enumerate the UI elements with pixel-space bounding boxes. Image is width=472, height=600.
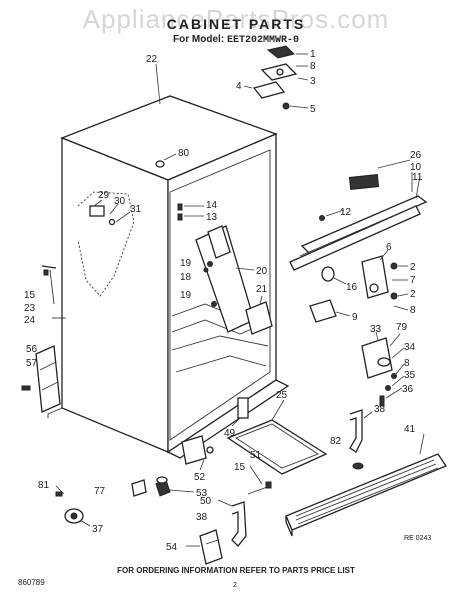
callout-82: 82 (330, 436, 342, 447)
rail-brackets-14-13 (177, 203, 204, 221)
top-hinge-assembly (243, 45, 309, 110)
drawing-reference: RE 0243 (404, 535, 431, 542)
callout-36: 36 (402, 384, 414, 395)
callout-56: 56 (26, 344, 38, 355)
bracket-33-36 (361, 331, 405, 407)
callout-14: 14 (206, 200, 218, 211)
callout-24: 24 (24, 315, 36, 326)
callout-31: 31 (130, 204, 142, 215)
callout-35: 35 (404, 370, 416, 381)
callout-34: 34 (404, 342, 416, 353)
callout-81: 81 (38, 480, 50, 491)
front-roller-bracket (181, 435, 214, 471)
watermark: AppliancePartsPros.com (82, 4, 390, 34)
callout-25: 25 (276, 390, 288, 401)
callout-80: 80 (178, 148, 190, 159)
callout-51: 51 (250, 450, 262, 461)
callout-2-lower: 2 (410, 289, 416, 300)
callout-79: 79 (396, 322, 408, 333)
latch-9 (309, 299, 351, 323)
callout-8-bracket: 8 (404, 358, 410, 369)
callout-30: 30 (114, 196, 126, 207)
callout-19-lower: 19 (180, 290, 192, 301)
rear-caster (55, 485, 91, 527)
callout-8: 8 (310, 61, 316, 72)
left-trim-15-23-24 (41, 265, 66, 319)
callout-54: 54 (166, 542, 178, 553)
foot-cover-54 (186, 529, 223, 565)
middle-hinge-assembly (321, 249, 409, 311)
callout-16: 16 (346, 282, 358, 293)
callout-1: 1 (310, 49, 316, 60)
callout-38-bottom: 38 (196, 512, 208, 523)
callout-38-right: 38 (374, 404, 386, 415)
model-prefix: For Model: (173, 34, 225, 45)
callout-22: 22 (146, 54, 158, 65)
callout-15-bottom: 15 (234, 462, 246, 473)
ordering-info: FOR ORDERING INFORMATION REFER TO PARTS … (117, 566, 355, 575)
kickplate-grille (285, 433, 447, 537)
model-line: For Model: EET202MMWR-0 (0, 34, 472, 46)
bracket-56-57 (21, 345, 61, 413)
cabinet-shell (47, 95, 290, 459)
callout-15-left: 15 (24, 290, 36, 301)
callout-6: 6 (386, 242, 392, 253)
callout-7: 7 (410, 275, 416, 286)
callout-13: 13 (206, 212, 218, 223)
callout-26: 26 (410, 150, 422, 161)
callout-41: 41 (404, 424, 416, 435)
air-duct (195, 225, 273, 335)
page-number: 2 (233, 582, 237, 589)
callout-19-upper: 19 (180, 258, 192, 269)
sheet-code: 860789 (18, 578, 45, 587)
model-number: EET202MMWR-0 (226, 35, 299, 46)
callout-labels: 1 8 3 4 5 22 80 26 10 11 14 13 12 29 30 … (24, 49, 431, 553)
callout-49: 49 (224, 428, 236, 439)
callout-53: 53 (196, 488, 208, 499)
leveling-leg (131, 476, 195, 497)
callout-50: 50 (200, 496, 212, 507)
callout-10: 10 (410, 162, 422, 173)
callout-11: 11 (412, 172, 423, 183)
drain-pan (226, 399, 328, 475)
callout-3: 3 (310, 76, 316, 87)
callout-37: 37 (92, 524, 104, 535)
clip-38-right (349, 409, 373, 470)
callout-20: 20 (256, 266, 268, 277)
callout-4: 4 (236, 81, 242, 92)
diagram-title: CABINET PARTS (166, 16, 306, 32)
callout-77: 77 (94, 486, 106, 497)
callout-52: 52 (194, 472, 206, 483)
callout-2-upper: 2 (410, 262, 416, 273)
callout-18: 18 (180, 272, 192, 283)
callout-23: 23 (24, 303, 36, 314)
callout-29: 29 (98, 190, 110, 201)
callout-57: 57 (26, 358, 38, 369)
clip-49 (231, 397, 249, 427)
callout-8-right: 8 (410, 305, 416, 316)
screw-15-51 (247, 465, 272, 495)
callout-21: 21 (256, 284, 268, 295)
door-rail-assembly (289, 159, 428, 271)
part-80-plug (155, 153, 177, 168)
callout-33: 33 (370, 324, 382, 335)
clip-38-bottom (217, 499, 247, 547)
callout-12: 12 (340, 207, 352, 218)
callout-5: 5 (310, 104, 316, 115)
left-bracket-29-31 (77, 191, 135, 297)
callout-9: 9 (352, 312, 358, 323)
